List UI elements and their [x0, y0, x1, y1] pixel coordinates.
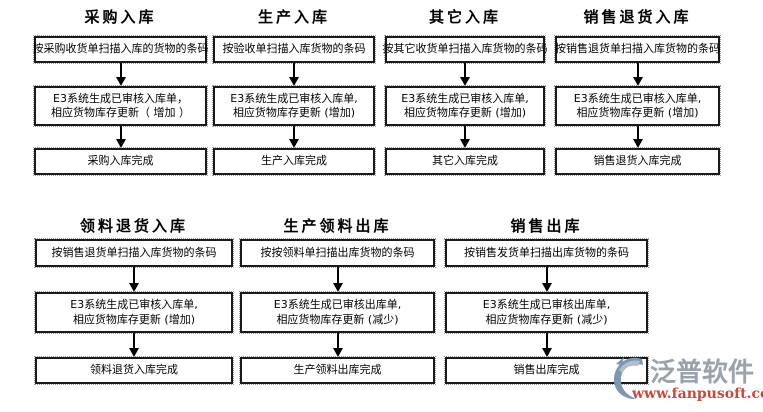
arrow-down-icon: [240, 333, 435, 357]
process-line2: 相应货物库存更新 (增加): [403, 106, 527, 119]
step-done-box: 销售退货入库完成: [554, 147, 721, 176]
logo-brand-text: 泛普软件: [650, 358, 755, 388]
flow-production-inbound: 生产入库 按验收单扫描入库货物的条码 E3系统生成已审核入库单, 相应货物库存更…: [212, 0, 376, 412]
flow-title: 采购入库: [84, 8, 157, 26]
step-done-box: 生产入库完成: [212, 147, 376, 176]
arrow-down-icon: [34, 63, 207, 86]
process-line2: 相应货物库存更新（ 增加 ）: [51, 106, 190, 119]
flow-title: 生产入库: [257, 8, 330, 26]
logo-website-link[interactable]: www.fanpusoft.com: [632, 386, 763, 402]
step-process-box: E3系统生成已审核入库单, 相应货物库存更新 (增加): [212, 85, 376, 127]
step-scan-box: 按销售退货单扫描入库货物的条码: [554, 35, 721, 64]
arrow-down-icon: [445, 267, 648, 292]
flow-other-inbound: 其它入库 按其它收货单扫描入库货物的条码 E3系统生成已审核入库单, 相应货物库…: [383, 0, 548, 412]
process-line2: 相应货物库存更新 (增加): [576, 106, 699, 119]
flow-title: 领料退货入库: [79, 217, 188, 235]
process-line1: E3系统生成已审核入库单,: [401, 91, 529, 105]
process-line1: E3系统生成已审核出库单,: [273, 298, 402, 312]
arrow-down-icon: [35, 267, 233, 292]
process-line1: E3系统生成已审核出库单,: [482, 298, 611, 312]
step-process-box: E3系统生成已审核入库单, 相应货物库存更新 (增加): [34, 291, 234, 334]
flow-material-return-inbound: 领料退货入库 按销售退货单扫描入库货物的条码 E3系统生成已审核入库单, 相应货…: [34, 0, 234, 412]
step-scan-box: 按其它收货单扫描入库货物的条码: [383, 35, 548, 64]
step-done-box: 生产领料出库完成: [239, 356, 436, 385]
flow-purchase-inbound: 采购入库 按采购收货单扫描入库的货物的条码 E3系统生成已审核入库单， 相应货物…: [33, 0, 209, 412]
step-process-box: E3系统生成已审核出库单, 相应货物库存更新 (减少): [444, 291, 649, 334]
arrow-down-icon: [555, 126, 720, 148]
flow-title: 生产领料出库: [283, 217, 392, 235]
step-scan-box: 按销售发货单扫描出库货物的条码: [444, 238, 649, 268]
process-line2: 相应货物库存更新 (减少): [485, 312, 608, 326]
flow-title: 销售出库: [510, 217, 583, 235]
step-scan-box: 按采购收货单扫描入库的货物的条码: [33, 35, 209, 64]
step-done-box: 销售出库完成: [444, 356, 649, 385]
arrow-down-icon: [555, 63, 720, 86]
step-process-box: E3系统生成已审核入库单, 相应货物库存更新 (增加): [554, 85, 721, 127]
arrow-down-icon: [213, 126, 375, 148]
step-done-box: 领料退货入库完成: [34, 356, 234, 385]
arrow-down-icon: [35, 333, 233, 357]
step-done-box: 其它入库完成: [384, 147, 546, 176]
flow-title: 其它入库: [428, 8, 501, 26]
fanpu-logo-icon: [613, 357, 643, 400]
step-process-box: E3系统生成已审核入库单， 相应货物库存更新（ 增加 ）: [33, 85, 208, 127]
step-scan-box: 按验收单扫描入库货物的条码: [212, 35, 376, 64]
step-process-box: E3系统生成已审核出库单, 相应货物库存更新 (减少): [239, 291, 436, 334]
process-line1: E3系统生成已审核入库单，: [53, 91, 188, 105]
process-line1: E3系统生成已审核入库单,: [70, 298, 198, 312]
arrow-down-icon: [445, 333, 648, 357]
process-line2: 相应货物库存更新 (减少): [276, 312, 399, 326]
process-line2: 相应货物库存更新 (增加): [232, 106, 356, 119]
step-scan-box: 按销售退货单扫描入库货物的条码: [34, 238, 234, 268]
process-line2: 相应货物库存更新 (增加): [72, 312, 196, 326]
step-done-box: 采购入库完成: [33, 147, 208, 176]
arrow-down-icon: [34, 126, 207, 148]
flow-production-material-outbound: 生产领料出库 按按领料单扫描出库货物的条码 E3系统生成已审核出库单, 相应货物…: [239, 0, 436, 412]
arrow-down-icon: [385, 63, 545, 86]
flow-sales-outbound: 销售出库 按销售发货单扫描出库货物的条码 E3系统生成已审核出库单, 相应货物库…: [444, 0, 649, 412]
process-line1: E3系统生成已审核入库单,: [573, 91, 702, 105]
arrow-down-icon: [213, 63, 375, 86]
fanpusoft-logo: 泛普软件 www.fanpusoft.com: [610, 350, 763, 412]
arrow-down-icon: [240, 267, 435, 292]
step-scan-box: 按按领料单扫描出库货物的条码: [239, 238, 436, 268]
arrow-down-icon: [385, 126, 545, 148]
flow-title: 销售退货入库: [583, 8, 692, 26]
process-line1: E3系统生成已审核入库单,: [230, 91, 358, 105]
flow-sales-return-inbound: 销售退货入库 按销售退货单扫描入库货物的条码 E3系统生成已审核入库单, 相应货…: [554, 0, 721, 412]
step-process-box: E3系统生成已审核入库单, 相应货物库存更新 (增加): [384, 85, 546, 127]
